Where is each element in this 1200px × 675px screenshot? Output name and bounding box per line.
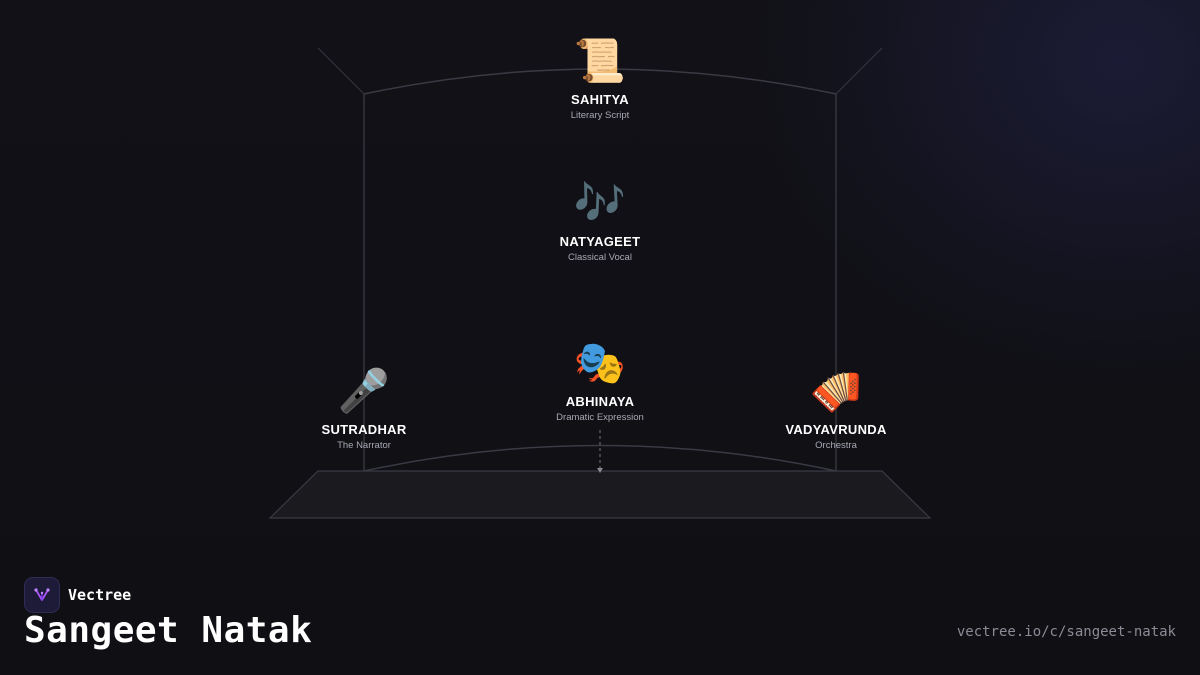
node-sahitya: 📜 SAHITYA Literary Script [510, 36, 690, 121]
node-title: ABHINAYA [565, 394, 635, 409]
accordion-icon: 🪗 [809, 367, 863, 414]
node-natyageet: 🎶 NATYAGEET Classical Vocal [510, 178, 690, 263]
node-abhinaya: 🎭 ABHINAYA Dramatic Expression [510, 338, 690, 423]
node-title: SUTRADHAR [321, 422, 407, 437]
node-subtitle: Classical Vocal [568, 252, 632, 263]
stage-corner-line-left [317, 47, 365, 95]
stage-corner-line-right [835, 47, 883, 95]
node-subtitle: Literary Script [570, 110, 630, 121]
stage-floor-arc [363, 444, 837, 472]
node-subtitle: The Narrator [337, 440, 391, 451]
brand-name: Vectree [68, 586, 132, 604]
scroll-icon: 📜 [573, 37, 627, 84]
node-vadyavrunda: 🪗 VADYAVRUNDA Orchestra [746, 366, 926, 451]
brand[interactable]: Vectree [24, 577, 131, 613]
page-url[interactable]: vectree.io/c/sangeet-natak [956, 624, 1176, 640]
node-title: NATYAGEET [559, 234, 641, 249]
stage-arch-top [363, 68, 837, 95]
theater-masks-icon: 🎭 [573, 339, 627, 386]
node-title: SAHITYA [571, 92, 629, 107]
stage-floor [268, 470, 932, 519]
node-title: VADYAVRUNDA [785, 422, 887, 437]
vectree-logo-icon [24, 577, 60, 613]
node-sutradhar: 🎤 SUTRADHAR The Narrator [274, 366, 454, 451]
page-title: Sangeet Natak [24, 610, 313, 651]
node-subtitle: Dramatic Expression [556, 412, 644, 423]
node-subtitle: Orchestra [815, 440, 857, 451]
connector-arrowhead [597, 468, 603, 473]
microphone-icon: 🎤 [337, 367, 391, 414]
musical-notes-icon: 🎶 [573, 179, 627, 226]
